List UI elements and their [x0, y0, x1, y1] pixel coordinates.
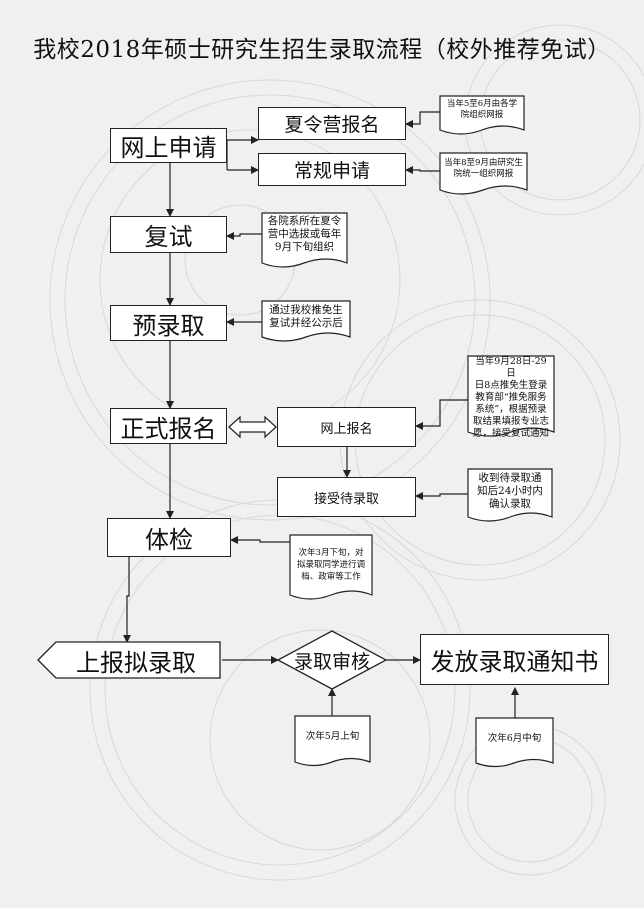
note-accept-pending: 收到待录取通 知后24小时内 确认录取	[477, 472, 543, 510]
note-shape-accept	[467, 468, 553, 522]
note-reexam: 各院系所在夏令 营中选拔或每年 9月下旬组织	[267, 215, 342, 253]
connectors	[123, 111, 519, 718]
note-review: 次年5月上旬	[305, 731, 360, 742]
note-shape-reexam	[261, 212, 348, 268]
branch-accept-pending: 接受待录取	[277, 477, 416, 517]
step-report: 上报拟录取	[76, 648, 196, 677]
step-physical: 体检	[107, 518, 231, 557]
note-regular: 当年8至9月由研究生 院统一组织网报	[444, 158, 523, 179]
branch-regular: 常规申请	[258, 153, 406, 186]
branch-online-register: 网上报名	[277, 407, 416, 447]
step-reexam: 复试	[110, 216, 227, 253]
note-shape-notice	[475, 717, 554, 768]
note-arrow-summer	[405, 111, 440, 128]
step-pre-admit: 预录取	[110, 305, 227, 341]
step-notice: 发放录取通知书	[420, 634, 609, 685]
step-review: 录取审核	[293, 650, 370, 673]
note-arrow-online-register	[415, 399, 468, 430]
double-arrow-icon	[228, 415, 277, 439]
step-formal-register: 正式报名	[110, 408, 227, 444]
report-hexagon-shape	[37, 641, 221, 679]
note-shape-preadmit	[261, 300, 351, 342]
note-arrow-regular	[405, 166, 440, 174]
arrow-physical-to-report	[123, 557, 131, 643]
page-title: 我校2018年硕士研究生招生录取流程（校外推荐免试）	[33, 37, 611, 63]
branch-summer-camp: 夏令营报名	[258, 107, 406, 140]
step-online-apply: 网上申请	[110, 128, 227, 163]
note-shapes	[261, 95, 555, 768]
note-summer-camp: 当年5至6月由各学 院组织网报	[446, 99, 518, 120]
note-physical: 次年3月下旬，对 拟录取同学进行调 档、政审等工作	[296, 548, 365, 582]
note-shape-physical	[289, 534, 373, 600]
note-pre-admit: 通过我校推免生 复试并经公示后	[269, 304, 343, 329]
note-notice: 次年6月中旬	[487, 733, 542, 744]
note-shape-regular	[439, 152, 528, 195]
review-diamond-shape	[276, 630, 388, 690]
note-shape-online-register	[467, 355, 555, 437]
note-arrow-accept	[415, 492, 468, 500]
note-shape-review	[294, 715, 371, 767]
note-arrow-physical	[230, 536, 290, 544]
note-online-register: 当年9月28日-29日 日8点推免生登录 教育部“推免服务 系统”，根据预录 取…	[472, 356, 549, 439]
note-arrow-reexam	[226, 232, 262, 240]
note-shape-summer	[439, 95, 525, 135]
